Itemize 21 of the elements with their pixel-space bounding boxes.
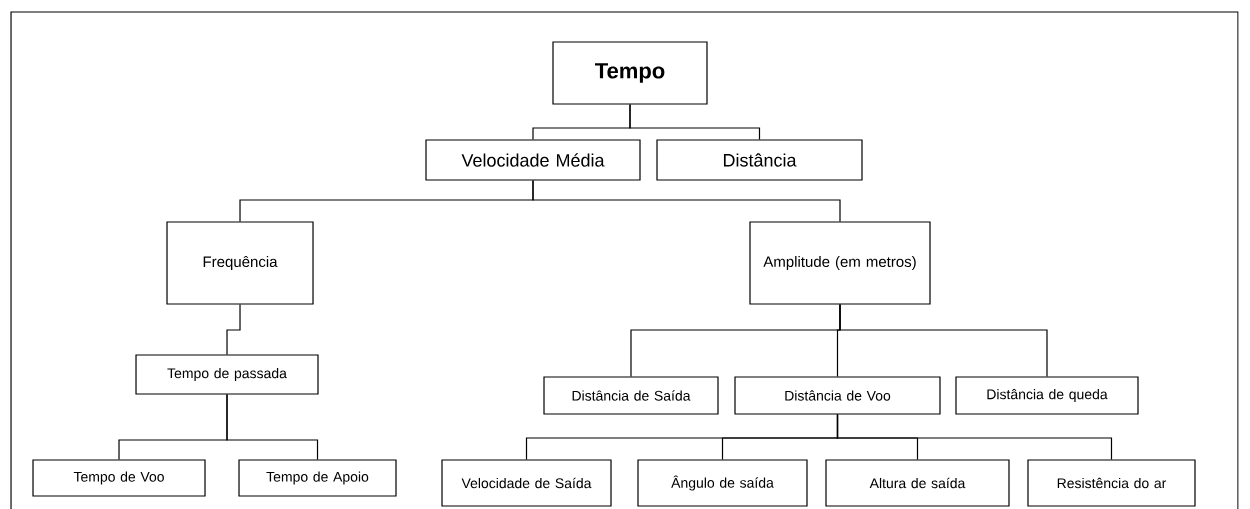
concept-box: Distância de Voo	[734, 376, 941, 415]
concept-box: Velocidade de Saída	[441, 459, 612, 507]
concept-box: Tempo de Apoio	[238, 459, 397, 497]
concept-box: Distância	[656, 139, 863, 181]
concept-box: Tempo de Voo	[32, 459, 206, 497]
concept-box: Distância de queda	[955, 376, 1139, 415]
connector-line	[629, 104, 761, 140]
connector-line	[226, 304, 241, 355]
connector-line	[532, 180, 841, 222]
connector-line	[836, 414, 1113, 460]
concept-box: Frequência	[166, 221, 314, 305]
concept-box: Distância de Saída	[543, 376, 719, 415]
concept-box: Altura de saída	[825, 459, 1010, 507]
concept-box: Velocidade Média	[425, 139, 641, 181]
connector-line	[839, 304, 1048, 377]
concept-box: Tempo de passada	[135, 354, 319, 395]
concept-box: Resistência do ar	[1027, 459, 1196, 507]
concept-box: Tempo	[552, 41, 708, 105]
concept-box: Ângulo de saída	[637, 459, 808, 507]
connector-line	[226, 394, 319, 460]
concept-box: Amplitude (em metros)	[749, 221, 931, 305]
